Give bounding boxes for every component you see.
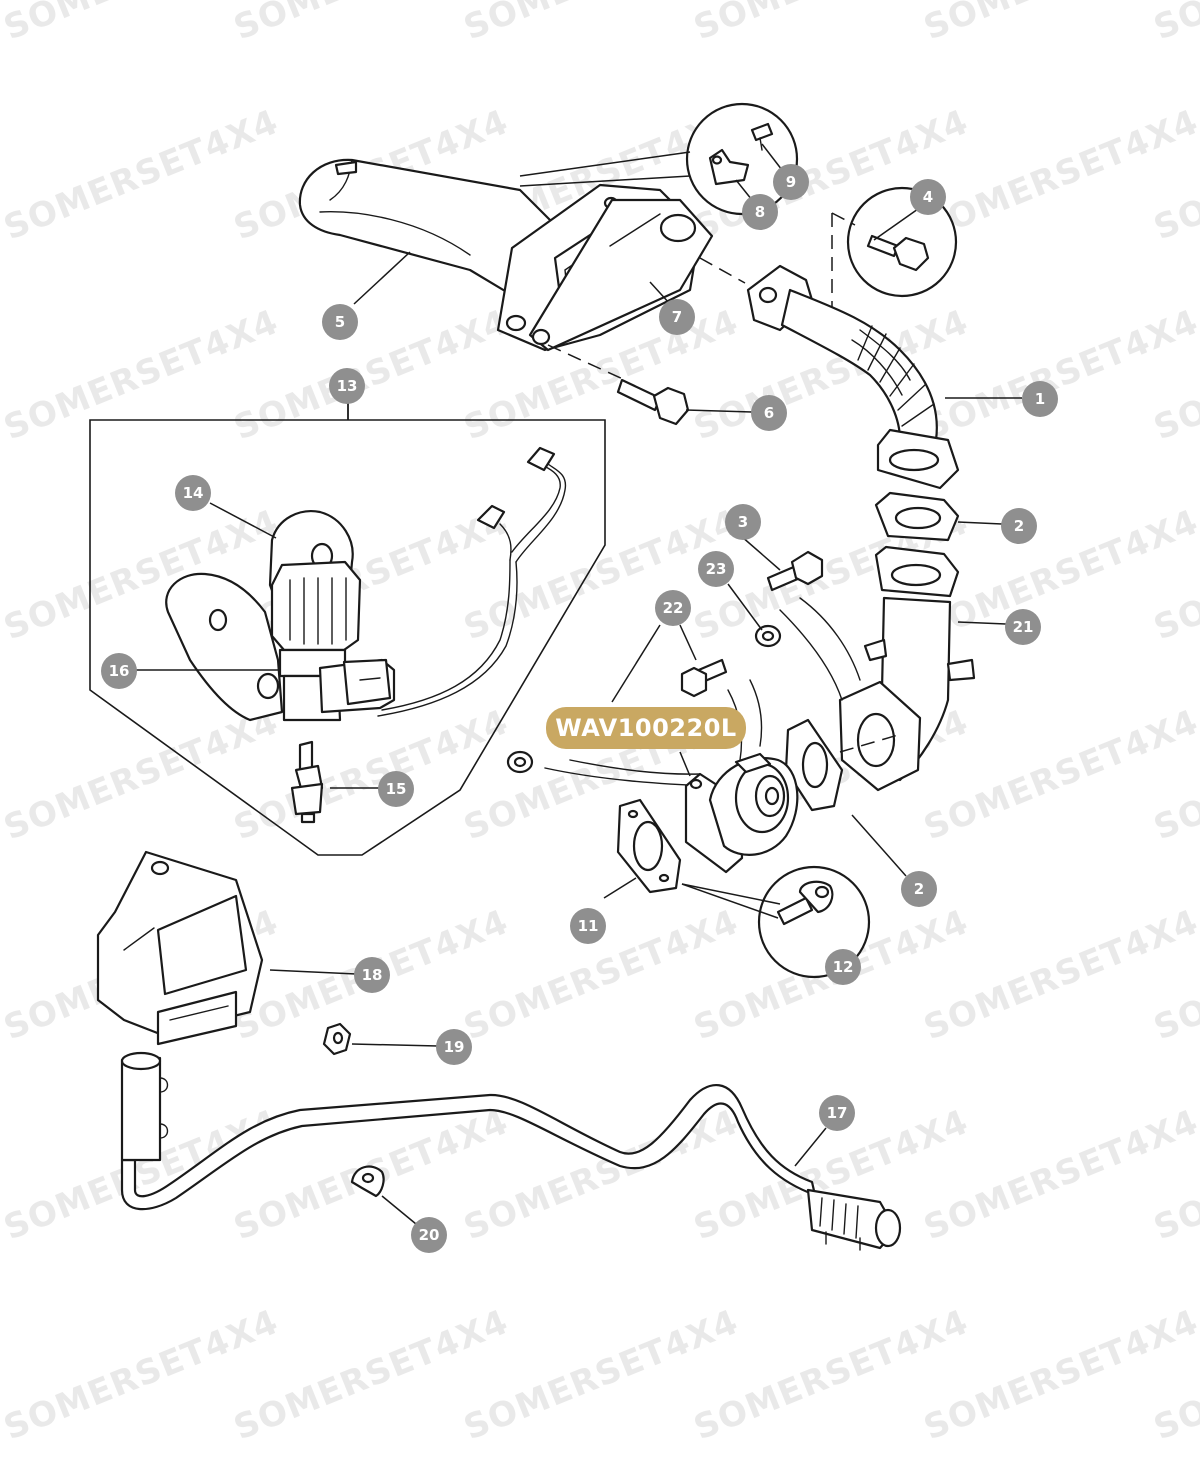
callout: 23 <box>698 551 734 587</box>
callout: 1 <box>1022 381 1058 417</box>
svg-text:12: 12 <box>833 958 854 976</box>
callout: 13 <box>329 368 365 404</box>
svg-text:23: 23 <box>706 560 727 578</box>
svg-text:3: 3 <box>738 513 748 531</box>
callout: 8 <box>742 194 778 230</box>
vacuum-pipe <box>120 1051 902 1251</box>
callout: 9 <box>773 164 809 200</box>
callout: 22 <box>655 590 691 626</box>
callout: 19 <box>436 1029 472 1065</box>
svg-text:7: 7 <box>672 308 682 326</box>
svg-text:4: 4 <box>923 188 933 206</box>
svg-text:5: 5 <box>335 313 345 331</box>
callout: 5 <box>322 304 358 340</box>
bolt-6 <box>547 257 746 426</box>
svg-text:2: 2 <box>1014 517 1024 535</box>
svg-text:8: 8 <box>755 203 765 221</box>
callout: 3 <box>725 504 761 540</box>
callout: 15 <box>378 771 414 807</box>
svg-text:17: 17 <box>827 1104 848 1122</box>
svg-text:18: 18 <box>362 966 383 984</box>
flange-gasket-upper <box>874 491 960 542</box>
vacuum-solenoid <box>165 446 567 722</box>
washer-23 <box>754 624 782 648</box>
egr-valve <box>684 752 799 874</box>
svg-text:21: 21 <box>1013 618 1034 636</box>
bolt-3 <box>766 550 824 592</box>
svg-text:22: 22 <box>663 599 684 617</box>
callout: 7 <box>659 299 695 335</box>
manifold-gasket <box>528 198 714 352</box>
callout: 21 <box>1005 609 1041 645</box>
leader-lines <box>136 143 1022 1225</box>
watermark-text: SOMERSET4X4 <box>1148 0 1200 48</box>
valve-gasket <box>616 798 682 894</box>
svg-text:14: 14 <box>183 484 204 502</box>
callout: 12 <box>825 949 861 985</box>
callout: 2 <box>901 871 937 907</box>
svg-text:6: 6 <box>764 404 774 422</box>
callout: 20 <box>411 1217 447 1253</box>
bracket-detail <box>519 102 799 216</box>
callout: 18 <box>354 957 390 993</box>
svg-text:13: 13 <box>337 377 358 395</box>
svg-text:2: 2 <box>914 880 924 898</box>
svg-text:9: 9 <box>786 173 796 191</box>
part-number-label: WAV100220L <box>546 707 746 749</box>
bolt-detail <box>831 186 958 335</box>
nut-19 <box>322 1022 352 1056</box>
callout: 17 <box>819 1095 855 1131</box>
hose-connector <box>290 740 324 824</box>
egr-tube-body <box>838 545 976 792</box>
svg-text:19: 19 <box>444 1038 465 1056</box>
svg-text:11: 11 <box>578 917 599 935</box>
callout: 14 <box>175 475 211 511</box>
svg-text:15: 15 <box>386 780 407 798</box>
pipe-clip <box>350 1165 385 1198</box>
callout: 6 <box>751 395 787 431</box>
callout: 11 <box>570 908 606 944</box>
callout-layer: 1 2 3 4 5 6 7 8 9 11 12 13 14 15 16 17 1… <box>101 164 1058 1253</box>
callout: 16 <box>101 653 137 689</box>
callout: 4 <box>910 179 946 215</box>
egr-pipe <box>746 264 960 490</box>
callout: 2 <box>1001 508 1037 544</box>
svg-text:16: 16 <box>109 662 130 680</box>
flange-gasket-lower <box>784 718 899 812</box>
svg-text:20: 20 <box>419 1226 440 1244</box>
svg-text:1: 1 <box>1035 390 1045 408</box>
control-module <box>96 850 264 1046</box>
